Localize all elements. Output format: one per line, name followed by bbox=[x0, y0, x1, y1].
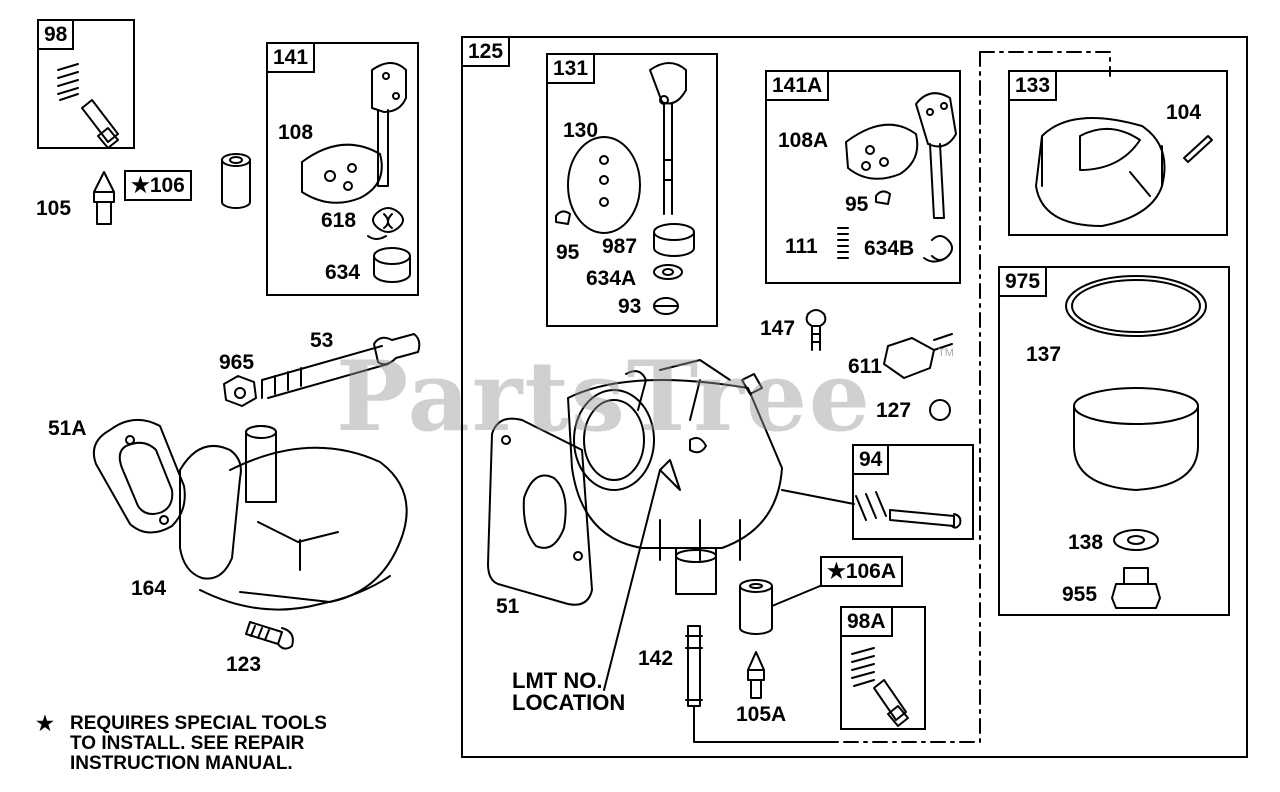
label-634: 634 bbox=[325, 261, 361, 284]
lmt-location-label: LMT NO. LOCATION bbox=[512, 670, 625, 714]
label-108A: 108A bbox=[778, 129, 829, 152]
throttle-plate-108A-drawing bbox=[845, 123, 919, 180]
label-51A: 51A bbox=[48, 417, 87, 440]
spring-618-drawing bbox=[367, 207, 404, 240]
note-line-1: REQUIRES SPECIAL TOOLS bbox=[70, 713, 327, 734]
leader-lines bbox=[603, 469, 855, 743]
lmt-line-2: LOCATION bbox=[512, 690, 626, 715]
label-105: 105 bbox=[36, 197, 72, 220]
label-111: 111 bbox=[785, 235, 818, 258]
label-105A: 105A bbox=[736, 703, 787, 726]
spring-screw-98A-drawing bbox=[851, 647, 909, 727]
frame-141A bbox=[765, 70, 961, 284]
label-164: 164 bbox=[131, 577, 167, 600]
intake-164-drawing bbox=[179, 425, 408, 611]
frame-133 bbox=[1008, 70, 1228, 236]
label-618: 618 bbox=[321, 209, 357, 232]
note-line-3: INSTRUCTION MANUAL. bbox=[70, 753, 293, 774]
screw-95-drawing bbox=[555, 210, 571, 225]
bushing-106A-drawing bbox=[739, 579, 773, 635]
label-95a: 95 bbox=[556, 241, 580, 264]
float-133-drawing bbox=[1035, 117, 1166, 227]
label-123: 123 bbox=[226, 653, 262, 676]
box-title-98: 98 bbox=[37, 19, 75, 50]
label-634B: 634B bbox=[864, 237, 915, 260]
seal-93-drawing bbox=[653, 297, 679, 315]
label-93: 93 bbox=[618, 295, 642, 318]
spring-111-drawing bbox=[837, 227, 849, 259]
washer-634A-drawing bbox=[653, 264, 683, 280]
label-104: 104 bbox=[1166, 101, 1202, 124]
washer-138-drawing bbox=[1113, 529, 1159, 551]
box-title-98A: 98A bbox=[840, 606, 893, 637]
choke-plate-130-drawing bbox=[567, 136, 641, 234]
bushing-106-drawing bbox=[221, 153, 251, 209]
box-title-975: 975 bbox=[998, 266, 1048, 297]
fitting-611-drawing bbox=[883, 333, 953, 379]
nut-965-drawing bbox=[223, 375, 257, 407]
spring-screw-94-drawing bbox=[855, 491, 962, 529]
frame-141 bbox=[266, 42, 419, 296]
carburetor-body-drawing bbox=[567, 359, 783, 595]
label-142: 142 bbox=[638, 647, 674, 670]
dash-dot-lines bbox=[833, 51, 1111, 743]
throttle-shaft-141-drawing bbox=[371, 62, 407, 187]
watermark: PartsTree bbox=[336, 340, 872, 453]
washer-127-drawing bbox=[929, 399, 951, 421]
special-tools-note: ★ REQUIRES SPECIAL TOOLS TO INSTALL. SEE… bbox=[36, 714, 327, 774]
throttle-plate-108-drawing bbox=[301, 143, 383, 204]
bowl-975-drawing bbox=[1073, 387, 1199, 491]
pin-104-drawing bbox=[1183, 135, 1213, 163]
gasket-51A-drawing bbox=[92, 419, 186, 534]
tag-106: ★106 bbox=[124, 170, 192, 201]
seal-987-drawing bbox=[653, 223, 695, 257]
spring-634B-drawing bbox=[923, 235, 953, 263]
throttle-shaft-141A-drawing bbox=[915, 92, 957, 219]
frame-125 bbox=[461, 36, 1248, 758]
box-title-125: 125 bbox=[461, 36, 511, 67]
tube-142-drawing bbox=[685, 625, 703, 707]
gasket-51-drawing bbox=[487, 417, 593, 606]
label-137: 137 bbox=[1026, 343, 1062, 366]
label-130: 130 bbox=[563, 119, 599, 142]
label-53: 53 bbox=[310, 329, 334, 352]
screw-147-drawing bbox=[805, 309, 827, 351]
label-108: 108 bbox=[278, 121, 314, 144]
box-title-94: 94 bbox=[852, 444, 890, 475]
box-title-133: 133 bbox=[1008, 70, 1058, 101]
frame-975 bbox=[998, 266, 1230, 616]
bolt-955-drawing bbox=[1111, 567, 1161, 609]
box-title-141: 141 bbox=[266, 42, 316, 73]
shaft-53-drawing bbox=[261, 333, 421, 399]
label-51: 51 bbox=[496, 595, 520, 618]
tag-106A: ★106A bbox=[820, 556, 904, 587]
needle-105-drawing bbox=[93, 171, 115, 225]
box-title-131: 131 bbox=[546, 53, 596, 84]
note-line-2: TO INSTALL. SEE REPAIR bbox=[70, 733, 305, 754]
label-147: 147 bbox=[760, 317, 796, 340]
label-95b: 95 bbox=[845, 193, 869, 216]
choke-shaft-131-drawing bbox=[649, 62, 687, 215]
trademark: TM bbox=[938, 347, 954, 359]
frame-94 bbox=[852, 444, 974, 540]
gasket-137-drawing bbox=[1065, 275, 1207, 337]
star-icon: ★ bbox=[36, 713, 54, 735]
frame-98 bbox=[37, 19, 135, 149]
lmt-line-1: LMT NO. bbox=[512, 668, 603, 693]
box-title-141A: 141A bbox=[765, 70, 830, 101]
screw-123-drawing bbox=[245, 621, 294, 650]
label-634A: 634A bbox=[586, 267, 637, 290]
seal-634-drawing bbox=[373, 247, 411, 283]
frame-131 bbox=[546, 53, 718, 327]
label-965: 965 bbox=[219, 351, 255, 374]
label-138: 138 bbox=[1068, 531, 1104, 554]
label-987: 987 bbox=[602, 235, 638, 258]
screw-95b-drawing bbox=[875, 190, 891, 205]
label-611: 611 bbox=[848, 355, 882, 378]
needle-105A-drawing bbox=[747, 651, 765, 699]
label-127: 127 bbox=[876, 399, 912, 422]
label-955: 955 bbox=[1062, 583, 1098, 606]
